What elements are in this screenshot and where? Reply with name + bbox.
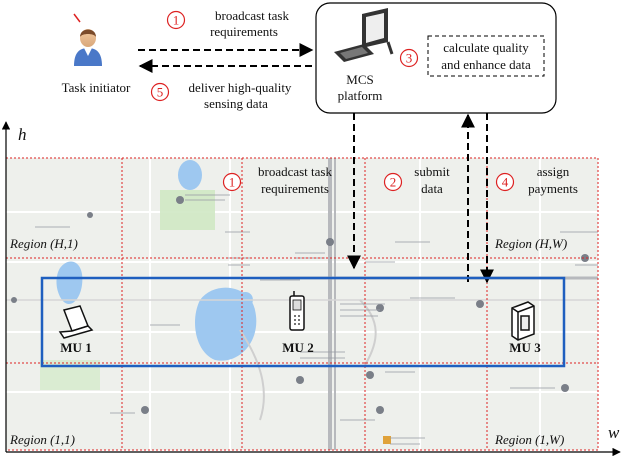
laptop-icon: [58, 305, 94, 339]
region-11-label: Region (1,1): [9, 432, 75, 447]
map-step-2-line2: data: [421, 181, 443, 196]
task-initiator-label: Task initiator: [62, 80, 131, 95]
map-step-4-line1: assign: [537, 164, 570, 179]
h-axis-label: h: [18, 125, 27, 144]
map-step-2-line1: submit: [414, 164, 450, 179]
step-5-number: 5: [157, 85, 164, 100]
step-3-number: 3: [406, 51, 413, 66]
computer-icon: [334, 8, 394, 62]
region-hw-label: Region (H,W): [494, 236, 567, 251]
phone-icon: [289, 291, 305, 331]
region-1w-label: Region (1,W): [494, 432, 564, 447]
step-5-text-line1: deliver high-quality: [189, 80, 292, 95]
map-step-4-line2: payments: [528, 181, 578, 196]
map-step-1-number: 1: [229, 175, 236, 190]
map-step-4-number: 4: [502, 175, 509, 190]
device-icon: [511, 301, 535, 341]
step-1-text-line1: broadcast task: [215, 8, 290, 23]
mu1-label: MU 1: [60, 340, 91, 355]
map-step-1-line1: broadcast task: [258, 164, 333, 179]
step-3-badge: [399, 48, 419, 68]
step-1-text-line2: requirements: [210, 24, 278, 39]
map-step-1-badge: [222, 172, 242, 192]
map-step-4-badge: [495, 172, 515, 192]
map-step-2-badge: [383, 172, 403, 192]
platform-label-line2: platform: [338, 88, 383, 103]
axes: h w: [1, 121, 621, 457]
step-5-text-line2: sensing data: [204, 96, 268, 111]
mu3-label: MU 3: [509, 340, 541, 355]
calculate-quality-box: [427, 35, 545, 77]
person-icon: [73, 13, 102, 66]
map-background: [6, 158, 600, 450]
platform-label-line1: MCS: [346, 72, 373, 87]
calculate-line2: and enhance data: [441, 57, 531, 72]
map-step-1-line2: requirements: [261, 181, 329, 196]
w-axis-label: w: [608, 423, 620, 442]
step-1-badge: [166, 10, 186, 30]
region-h1-label: Region (H,1): [9, 236, 78, 251]
mobile-users-box: [40, 276, 566, 368]
step-1-number: 1: [173, 13, 180, 28]
mu2-label: MU 2: [282, 340, 313, 355]
step-5-badge: [150, 82, 170, 102]
map-step-2-number: 2: [390, 175, 397, 190]
calculate-line1: calculate quality: [443, 40, 529, 55]
